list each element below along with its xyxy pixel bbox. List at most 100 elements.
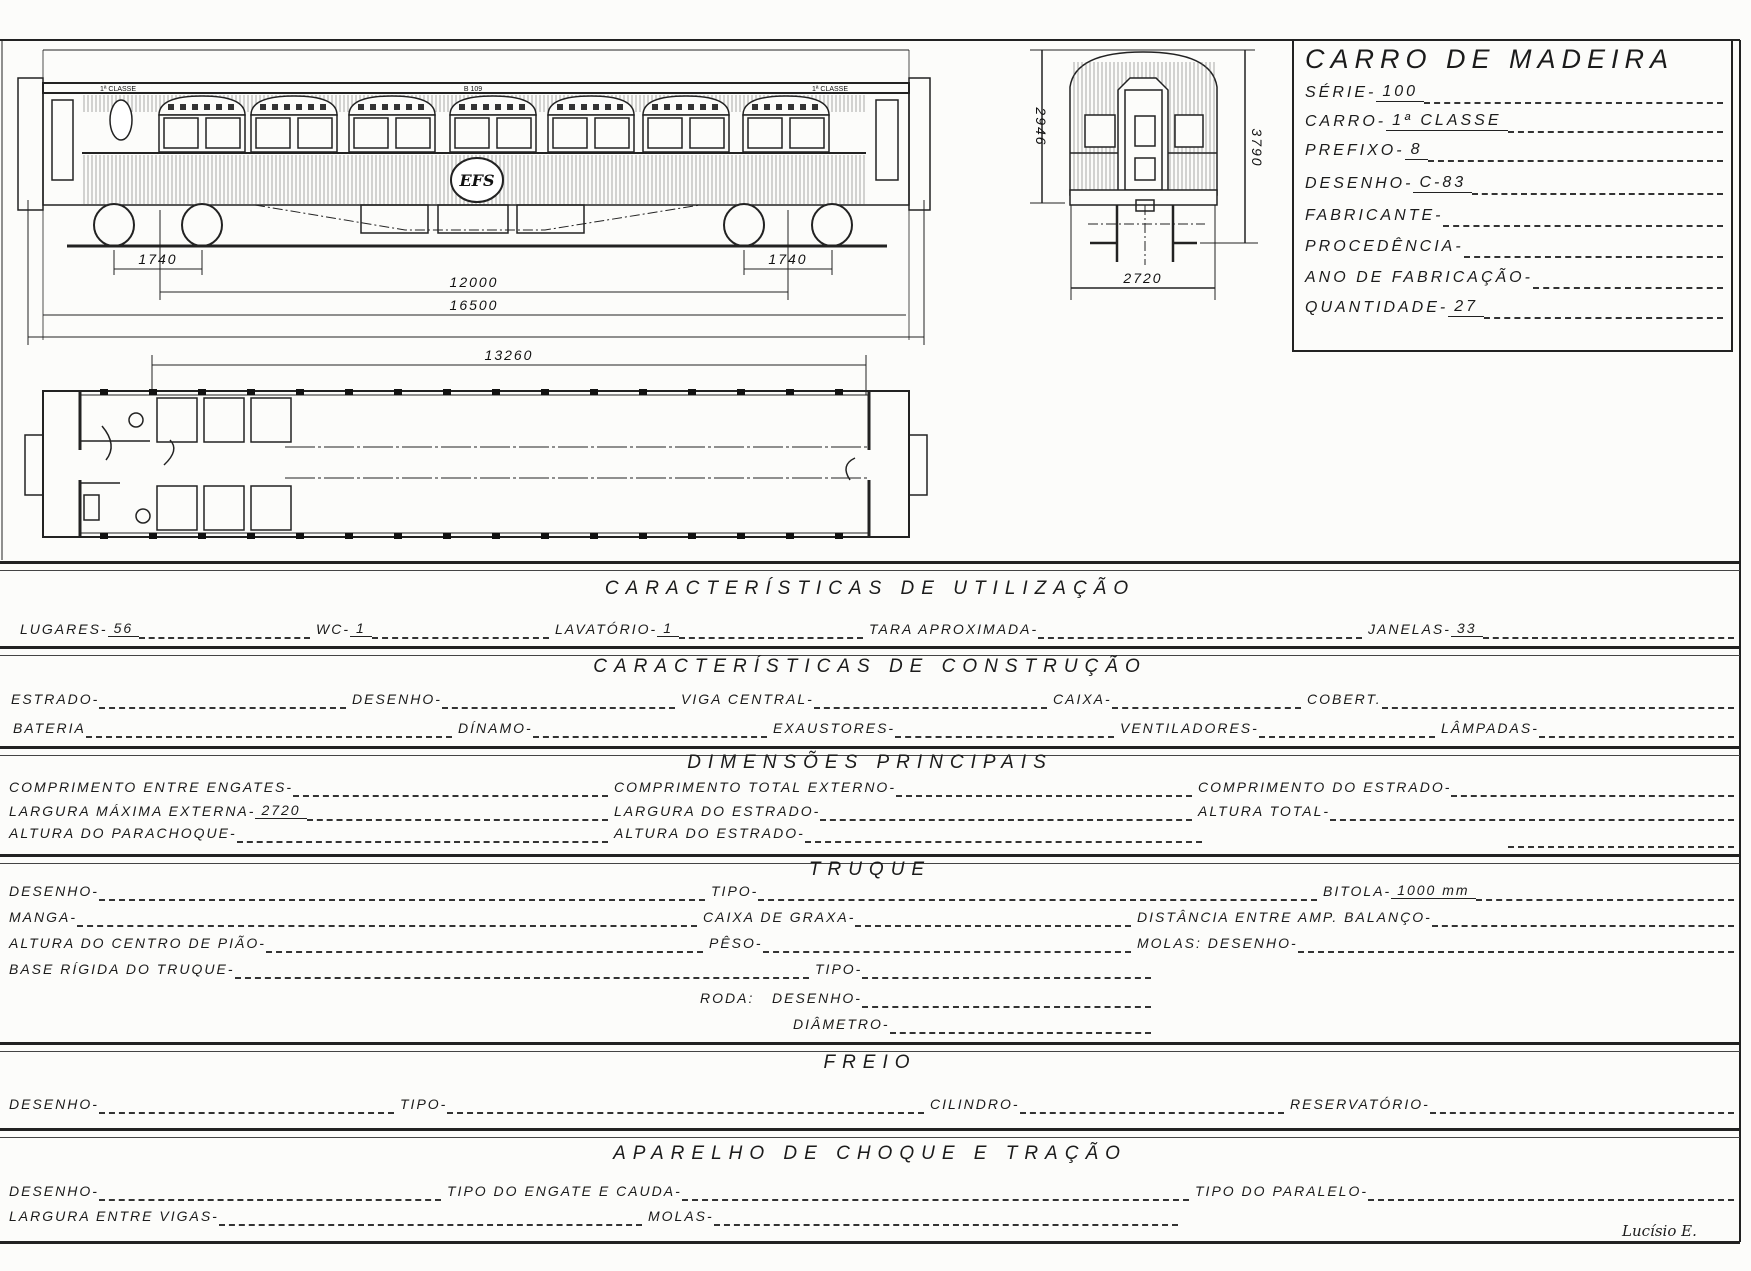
field-value[interactable]: 1000 mm: [1391, 882, 1476, 899]
left-end-platform: [17, 77, 44, 211]
form-field[interactable]: DISTÂNCIA ENTRE AMP. BALANÇO-: [1137, 905, 1740, 927]
seat: [203, 485, 245, 531]
section-header: APARELHO DE CHOQUE E TRAÇÃO: [613, 1143, 1127, 1164]
form-field[interactable]: ESTRADO-: [11, 687, 352, 709]
form-field[interactable]: COMPRIMENTO DO ESTRADO-: [1198, 775, 1740, 797]
form-field[interactable]: VENTILADORES-: [1120, 716, 1441, 738]
field-label: DESENHO-: [352, 691, 442, 707]
field-blank-line: [1443, 225, 1723, 227]
wheel: [811, 203, 853, 247]
form-field[interactable]: TIPO-: [815, 957, 1157, 979]
field-value: 8: [1404, 141, 1429, 160]
side-label-left: 1ª CLASSE: [100, 86, 136, 93]
field-label: BATERIA: [13, 720, 86, 736]
field-label: SÉRIE-: [1305, 84, 1377, 101]
field-value: 100: [1376, 83, 1425, 102]
form-field[interactable]: COMPRIMENTO TOTAL EXTERNO-: [614, 775, 1198, 797]
field-label: COBERT.: [1307, 691, 1382, 707]
wheel: [181, 203, 223, 247]
field-label: BITOLA-: [1323, 883, 1392, 899]
form-field[interactable]: ALTURA DO PARACHOQUE-: [9, 821, 614, 843]
field-label: COMPRIMENTO DO ESTRADO-: [1198, 779, 1452, 795]
form-field[interactable]: LARGURA ENTRE VIGAS-: [9, 1204, 648, 1226]
form-field[interactable]: PÊSO-: [709, 931, 1137, 953]
form-field[interactable]: DIÂMETRO-: [793, 1012, 1157, 1034]
side-dimensions: [27, 200, 925, 395]
form-field[interactable]: MANGA-: [9, 905, 703, 927]
end-door: [1124, 89, 1163, 191]
form-field[interactable]: BITOLA-1000 mm: [1323, 879, 1740, 901]
field-value[interactable]: 1: [657, 620, 680, 637]
form-field[interactable]: BATERIA: [13, 716, 458, 738]
field-blank-line: [77, 925, 697, 927]
dim-bogie-wheelbase-right: 1740: [768, 251, 807, 267]
form-field[interactable]: LÂMPADAS-: [1441, 716, 1740, 738]
title-block-field: ANO DE FABRICAÇÃO-: [1305, 265, 1729, 289]
emblem: [450, 157, 504, 203]
field-label: ALTURA DO ESTRADO-: [614, 825, 805, 841]
field-blank-line: [1472, 193, 1723, 195]
form-field[interactable]: DÍNAMO-: [458, 716, 773, 738]
field-label: DESENHO-: [9, 1183, 99, 1199]
field-value: 27: [1448, 298, 1485, 317]
form-field[interactable]: TIPO DO PARALELO-: [1195, 1179, 1740, 1201]
section-header: CARACTERÍSTICAS DE CONSTRUÇÃO: [593, 656, 1147, 677]
form-field[interactable]: DESENHO-: [9, 879, 711, 901]
wheel: [723, 203, 765, 247]
form-field[interactable]: LARGURA DO ESTRADO-: [614, 799, 1198, 821]
form-field[interactable]: LARGURA MÁXIMA EXTERNA-2720: [9, 799, 614, 821]
form-field[interactable]: WC-1: [316, 617, 555, 639]
form-field[interactable]: RESERVATÓRIO-: [1290, 1092, 1740, 1114]
blank-line: [1508, 846, 1734, 848]
field-label: TIPO DO PARALELO-: [1195, 1183, 1368, 1199]
form-field[interactable]: COMPRIMENTO ENTRE ENGATES-: [9, 775, 614, 797]
form-field[interactable]: VIGA CENTRAL-: [681, 687, 1053, 709]
field-value[interactable]: 1: [350, 620, 372, 637]
field-blank-line: [265, 951, 703, 953]
field-label: JANELAS-: [1368, 621, 1451, 637]
form-field[interactable]: TARA APROXIMADA-: [869, 617, 1368, 639]
form-field[interactable]: CAIXA-: [1053, 687, 1307, 709]
form-field[interactable]: COBERT.: [1307, 687, 1740, 709]
form-field[interactable]: ALTURA TOTAL-: [1198, 799, 1740, 821]
field-blank-line: [1368, 1199, 1734, 1201]
form-field[interactable]: ALTURA DO CENTRO DE PIÃO-: [9, 931, 709, 953]
field-label: LÂMPADAS-: [1441, 720, 1539, 736]
field-blank-line: [1330, 819, 1734, 821]
field-blank-line: [889, 1032, 1151, 1034]
form-field[interactable]: DESENHO-: [352, 687, 681, 709]
dim-bogie-centers: 12000: [450, 274, 499, 290]
form-field[interactable]: CAIXA DE GRAXA-: [703, 905, 1137, 927]
form-field[interactable]: DESENHO-: [9, 1092, 400, 1114]
form-field[interactable]: JANELAS-33: [1368, 617, 1740, 639]
field-blank-line: [98, 1112, 394, 1114]
field-value[interactable]: 56: [107, 620, 140, 637]
form-field[interactable]: TIPO DO ENGATE E CAUDA-: [447, 1179, 1195, 1201]
form-field[interactable]: DESENHO-: [9, 1179, 447, 1201]
form-field[interactable]: MOLAS-: [648, 1204, 1184, 1226]
field-value[interactable]: 33: [1450, 620, 1483, 637]
field-label: COMPRIMENTO ENTRE ENGATES-: [9, 779, 294, 795]
form-field[interactable]: TIPO-: [711, 879, 1323, 901]
title-block-field: QUANTIDADE-27: [1305, 295, 1729, 319]
form-field[interactable]: RODA: DESENHO-: [700, 986, 1157, 1008]
field-blank-line: [1297, 951, 1734, 953]
form-field[interactable]: MOLAS: DESENHO-: [1137, 931, 1740, 953]
form-field[interactable]: CILINDRO-: [930, 1092, 1290, 1114]
form-field[interactable]: TIPO-: [400, 1092, 930, 1114]
field-label: MANGA-: [9, 909, 77, 925]
field-blank-line: [306, 819, 608, 821]
section-header: FREIO: [823, 1052, 917, 1073]
field-blank-line: [713, 1224, 1178, 1226]
side-label-number: B 109: [464, 86, 482, 93]
field-label: DESENHO-: [9, 1096, 99, 1112]
field-value[interactable]: 2720: [255, 802, 307, 819]
title-block-field: CARRO-1ª CLASSE: [1305, 109, 1729, 133]
form-field[interactable]: BASE RÍGIDA DO TRUQUE-: [9, 957, 815, 979]
form-field[interactable]: ALTURA DO ESTRADO-: [614, 821, 1208, 843]
field-label: CARRO-: [1305, 113, 1387, 130]
form-field[interactable]: LUGARES-56: [20, 617, 316, 639]
form-field[interactable]: EXAUSTORES-: [773, 716, 1120, 738]
form-field[interactable]: LAVATÓRIO-1: [555, 617, 869, 639]
field-blank-line: [804, 841, 1202, 843]
